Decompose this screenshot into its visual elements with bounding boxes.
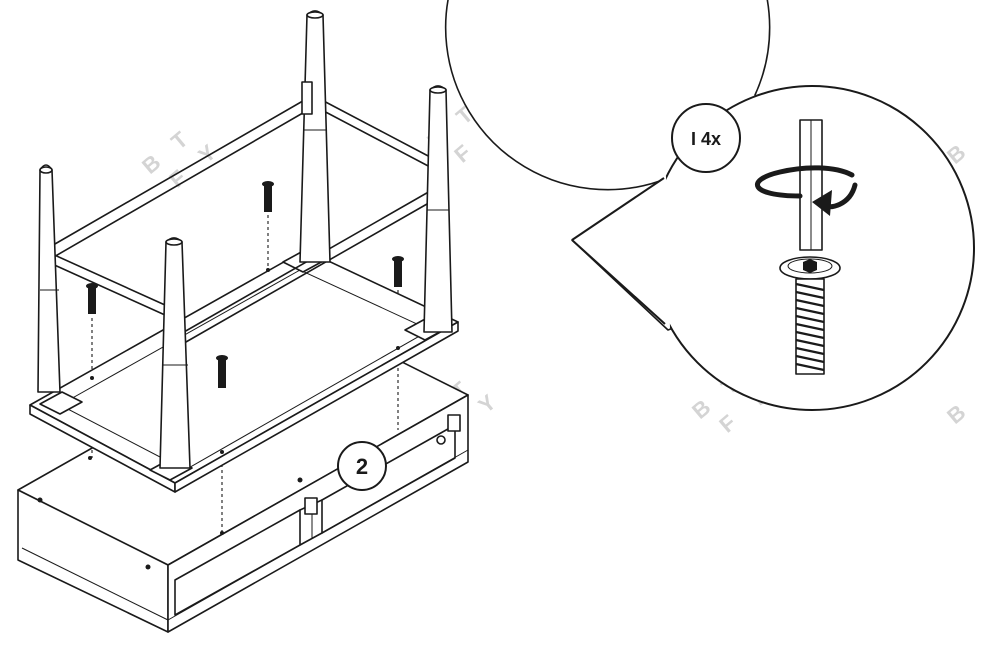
- step-number-badge: 2: [337, 441, 387, 491]
- watermark-letter: F: [714, 410, 740, 438]
- bolt-detail-icon: [779, 256, 841, 375]
- watermark-letter: Y: [193, 139, 221, 168]
- watermark-letter: F: [449, 140, 475, 168]
- watermark-letter: B: [942, 399, 970, 428]
- watermark-letter: T: [166, 126, 193, 154]
- detail-callout: I 4x: [444, 0, 975, 411]
- quantity-badge: I 4x: [671, 103, 741, 173]
- watermark-letter: B: [687, 394, 715, 423]
- step-number: 2: [356, 454, 368, 479]
- quantity-label: I 4x: [691, 129, 721, 149]
- table-frame: [29, 249, 459, 493]
- table-legs: [37, 10, 453, 469]
- bolt-icon: [216, 355, 228, 388]
- rotate-arrow-icon: [755, 165, 858, 216]
- bolt-icon: [392, 256, 404, 287]
- bolt-icon: [262, 181, 274, 212]
- bolts: [86, 181, 404, 388]
- allen-key-icon: [799, 119, 823, 251]
- watermark-letter: Y: [473, 389, 501, 418]
- stretcher-bars: [47, 97, 435, 351]
- bolt-icon: [86, 283, 98, 314]
- watermark-letter: B: [137, 149, 165, 178]
